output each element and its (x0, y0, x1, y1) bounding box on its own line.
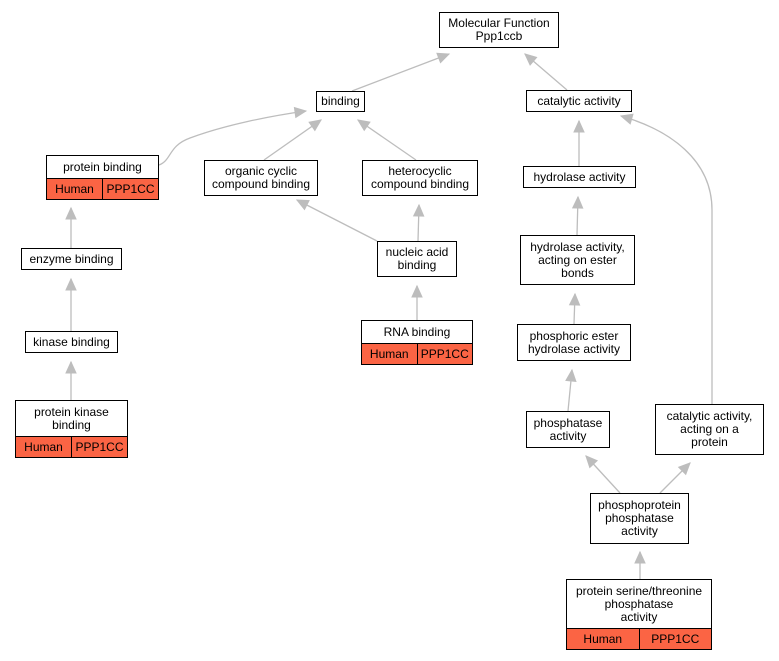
node-protein-kinase-binding[interactable]: protein kinase binding Human PPP1CC (15, 400, 128, 458)
annotation-row: Human PPP1CC (362, 343, 472, 364)
node-label: protein serine/threonine phosphatase act… (575, 583, 703, 624)
edge-organic_cyclic-to-binding (263, 119, 322, 161)
edge-arrowhead (65, 277, 77, 291)
edge-nucleic_acid-to-heterocyclic (412, 203, 425, 242)
edge-kinase_binding-to-enzyme_binding (65, 277, 77, 331)
edge-line (351, 53, 450, 92)
edge-protein_kinase_binding-to-kinase_binding (65, 360, 77, 400)
node-enzyme-binding[interactable]: enzyme binding (21, 248, 122, 270)
gene-badge: PPP1CC (638, 629, 711, 649)
edge-arrowhead (524, 53, 538, 66)
node-label: phosphoprotein phosphatase activity (598, 498, 681, 538)
edge-ser_thr_phosphatase-to-phosphoprotein_phosphatase (634, 550, 646, 579)
edge-arrowhead (412, 203, 425, 217)
edge-arrowhead (308, 119, 322, 132)
node-label: catalytic activity, acting on a protein (666, 409, 753, 449)
edge-line (158, 110, 307, 166)
node-phosphatase-activity[interactable]: phosphatase activity (526, 411, 610, 448)
node-label: enzyme binding (29, 251, 114, 266)
node-kinase-binding[interactable]: kinase binding (25, 331, 118, 353)
node-label: hydrolase activity, acting on ester bond… (530, 239, 625, 280)
node-phosphoric-ester-hydrolase-activity[interactable]: phosphoric ester hydrolase activity (517, 324, 631, 361)
node-label: organic cyclic compound binding (211, 164, 311, 191)
edge-arrowhead (411, 284, 423, 298)
node-catalytic-activity[interactable]: catalytic activity (526, 90, 632, 112)
gene-badge: PPP1CC (71, 437, 127, 457)
edge-line (620, 115, 713, 404)
edge-arrowhead (65, 360, 77, 374)
edge-arrowhead (571, 195, 584, 209)
edge-rna_binding-to-nucleic_acid (411, 284, 423, 320)
edge-arrowhead (677, 462, 691, 476)
edge-line (263, 119, 322, 161)
node-label: phosphoric ester hydrolase activity (527, 328, 621, 356)
node-label: Molecular Function Ppp1ccb (448, 16, 550, 43)
node-binding[interactable]: binding (316, 91, 365, 112)
edge-hydrolase_ester-to-hydrolase (571, 195, 584, 236)
node-catalytic-activity-on-protein[interactable]: catalytic activity, acting on a protein (655, 404, 764, 455)
species-badge: Human (47, 179, 102, 199)
node-hydrolase-activity-ester-bonds[interactable]: hydrolase activity, acting on ester bond… (520, 235, 635, 285)
edge-hydrolase-to-catalytic (573, 119, 585, 166)
node-label: heterocyclic compound binding (370, 164, 470, 191)
edge-binding-to-mf (351, 52, 451, 92)
node-rna-binding[interactable]: RNA binding Human PPP1CC (361, 320, 473, 365)
node-phosphoprotein-phosphatase-activity[interactable]: phosphoprotein phosphatase activity (590, 493, 689, 544)
node-nucleic-acid-binding[interactable]: nucleic acid binding (377, 241, 457, 277)
node-organic-cyclic-compound-binding[interactable]: organic cyclic compound binding (204, 160, 318, 196)
species-badge: Human (567, 629, 639, 649)
edge-nucleic_acid-to-organic_cyclic (295, 199, 378, 242)
edge-arrowhead (573, 119, 585, 133)
node-protein-ser-thr-phosphatase-activity[interactable]: protein serine/threonine phosphatase act… (566, 579, 712, 650)
node-label: binding (321, 94, 360, 108)
node-protein-binding[interactable]: protein binding Human PPP1CC (46, 155, 159, 200)
node-hydrolase-activity[interactable]: hydrolase activity (523, 166, 636, 188)
node-label: protein kinase binding (34, 404, 109, 432)
edge-arrowhead (357, 119, 371, 132)
annotation-row: Human PPP1CC (567, 628, 711, 649)
annotation-row: Human PPP1CC (47, 178, 158, 199)
edge-line (357, 119, 417, 161)
edge-catalytic-to-mf (524, 53, 568, 91)
species-badge: Human (362, 344, 417, 364)
gene-badge: PPP1CC (416, 344, 472, 364)
edge-arrowhead (293, 106, 308, 119)
edge-phosphoprotein_phosphatase-to-catalytic_protein (659, 462, 691, 494)
gene-badge: PPP1CC (102, 179, 158, 199)
edge-phosphoprotein_phosphatase-to-phosphatase (585, 455, 621, 494)
node-label: kinase binding (33, 334, 110, 349)
node-label: phosphatase activity (533, 415, 603, 443)
annotation-row: Human PPP1CC (16, 436, 127, 457)
edge-line (296, 199, 378, 242)
edge-arrowhead (585, 455, 599, 469)
edge-arrowhead (634, 550, 646, 564)
edge-enzyme_binding-to-protein_binding (65, 206, 77, 248)
edge-heterocyclic-to-binding (357, 119, 417, 161)
edge-catalytic_protein-to-catalytic (619, 113, 713, 404)
node-label: nucleic acid binding (385, 245, 449, 272)
node-molecular-function[interactable]: Molecular Function Ppp1ccb (439, 12, 559, 48)
edge-arrowhead (436, 52, 451, 64)
edge-arrowhead (619, 113, 634, 125)
edge-arrowhead (65, 206, 77, 220)
edge-protein_binding-to-binding (158, 106, 308, 166)
node-label: catalytic activity (537, 93, 621, 108)
node-label: hydrolase activity (533, 169, 626, 184)
edge-phosphoric_ester-to-hydrolase_ester (568, 292, 581, 325)
edge-phosphatase-to-phosphoric_ester (565, 368, 577, 412)
node-label: RNA binding (383, 324, 451, 339)
species-badge: Human (16, 437, 71, 457)
edge-arrowhead (565, 368, 577, 383)
node-label: protein binding (63, 159, 142, 174)
edge-arrowhead (295, 199, 310, 211)
node-heterocyclic-compound-binding[interactable]: heterocyclic compound binding (362, 160, 478, 196)
edge-arrowhead (568, 292, 581, 306)
